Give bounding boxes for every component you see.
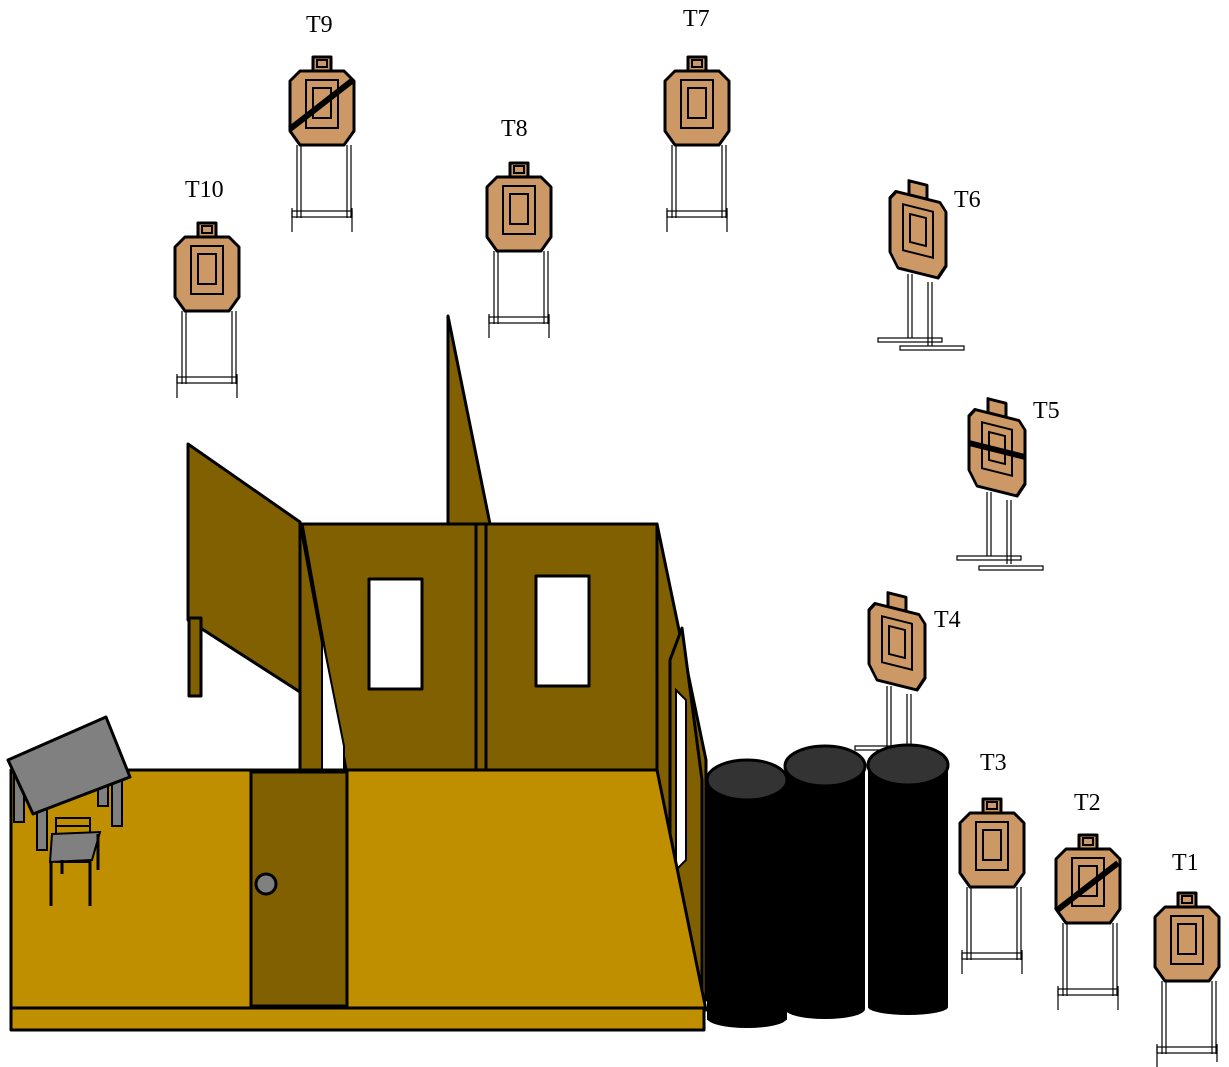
barrel	[866, 743, 950, 1015]
window-left	[367, 577, 424, 691]
target-label-t8: T8	[501, 116, 528, 142]
target-t6	[877, 179, 965, 351]
left-wing-post	[187, 616, 203, 698]
door-knob-icon	[254, 872, 278, 896]
target-stand	[666, 145, 728, 232]
no-shoot-mark	[1054, 860, 1120, 914]
target-stand	[291, 145, 353, 232]
no-shoot-mark	[970, 440, 1024, 460]
target-stand	[877, 274, 965, 351]
barrel-stack	[705, 743, 950, 1028]
target-t4	[854, 591, 927, 751]
target-label-t3: T3	[980, 750, 1007, 776]
floor-platform	[9, 768, 708, 1012]
target-t8	[485, 161, 553, 338]
target-t1	[1153, 891, 1221, 1067]
target-stand	[1057, 923, 1119, 1010]
target-stand	[176, 311, 238, 398]
target-label-t6: T6	[954, 187, 981, 213]
target-body	[288, 69, 356, 147]
target-stand	[854, 686, 912, 751]
target-t10	[173, 221, 241, 398]
target-label-t1: T1	[1172, 850, 1199, 876]
barrel	[783, 744, 867, 1019]
target-label-t10: T10	[185, 177, 224, 203]
target-t9	[288, 55, 356, 232]
target-label-t5: T5	[1033, 398, 1060, 424]
back-wing-wall	[446, 314, 492, 526]
table-icon	[6, 715, 132, 851]
right-side-opening	[675, 687, 687, 873]
no-shoot-mark	[288, 77, 355, 132]
wall-seam	[474, 522, 488, 772]
shoot-house	[6, 314, 708, 1032]
target-t2	[1054, 833, 1122, 1010]
target-stand	[1156, 981, 1218, 1067]
target-t3	[958, 797, 1026, 974]
target-label-t9: T9	[306, 12, 333, 38]
target-label-t2: T2	[1074, 790, 1101, 816]
chair-icon	[48, 817, 102, 906]
left-wing-wall	[186, 442, 302, 694]
target-stand	[961, 887, 1023, 974]
target-t7	[663, 55, 731, 232]
target-label-t7: T7	[683, 6, 710, 32]
target-label-t4: T4	[934, 607, 961, 633]
barrel	[705, 758, 789, 1028]
target-stand	[488, 251, 550, 338]
target-stand	[956, 492, 1044, 571]
target-t5	[956, 397, 1044, 571]
window-right	[534, 574, 591, 688]
floor-front-edge	[9, 1006, 706, 1032]
